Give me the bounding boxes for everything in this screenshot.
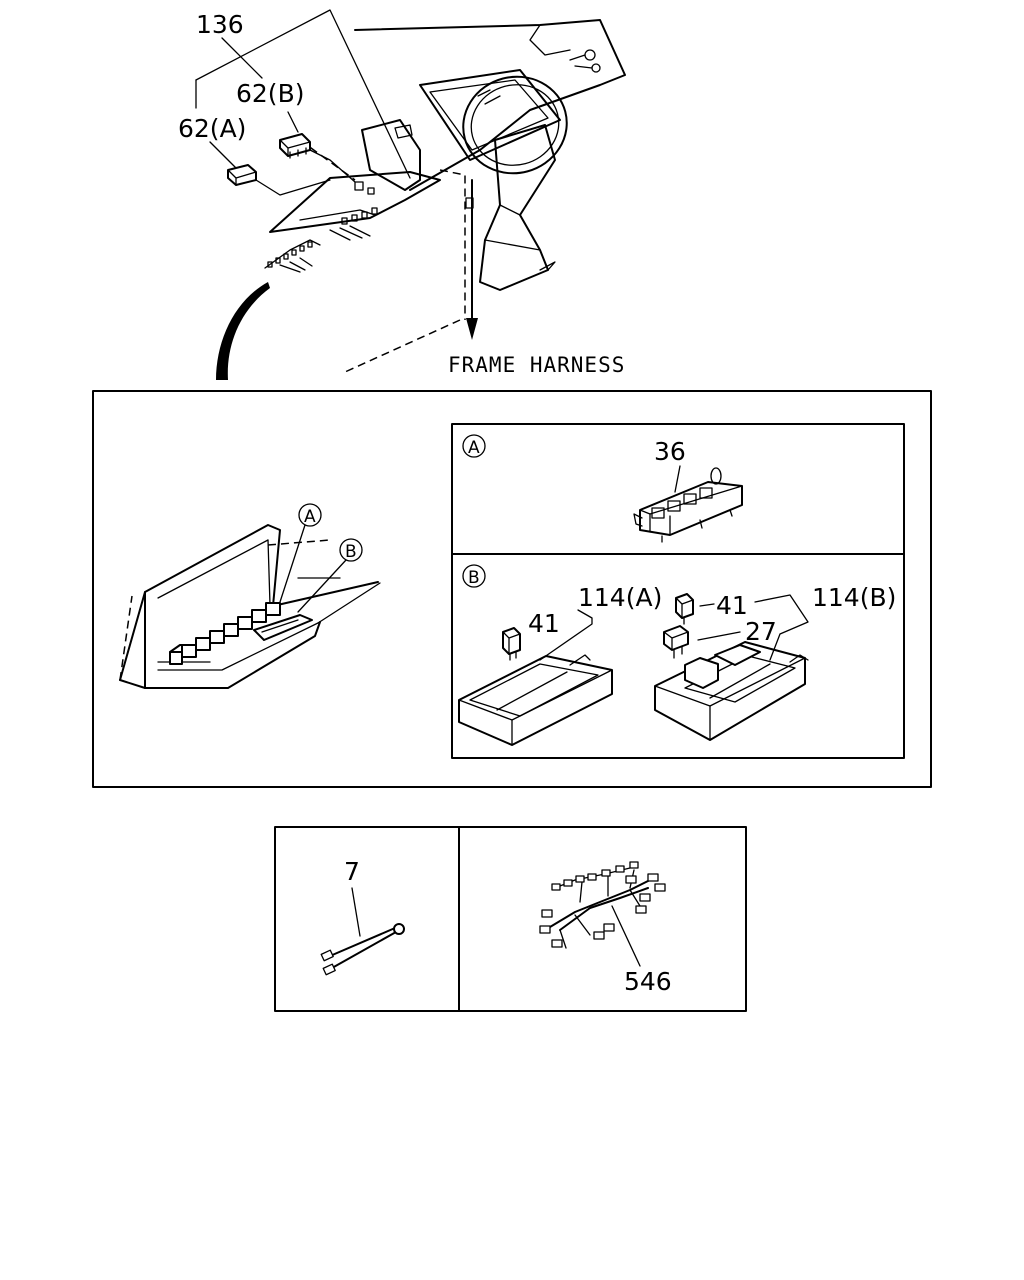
callout-114b: 114(B): [812, 583, 896, 612]
connector-27: [663, 625, 689, 659]
callout-7: 7: [344, 857, 360, 886]
callout-136: 136: [196, 10, 244, 39]
module-b: [253, 614, 313, 641]
connector-62b: [279, 133, 311, 159]
marker-a-letter: A: [304, 507, 316, 527]
subpanel-a-letter: A: [468, 438, 480, 458]
callout-114a: 114(A): [578, 583, 662, 612]
subpanel-b: [451, 553, 905, 759]
frame-harness-label: FRAME HARNESS: [448, 353, 625, 377]
connector-62a: [227, 164, 257, 186]
callout-546: 546: [624, 967, 672, 996]
marker-a-pointer: A: [298, 503, 322, 527]
subpanel-a-marker: A: [462, 434, 486, 458]
callout-62b: 62(B): [236, 79, 304, 108]
marker-b-pointer: B: [339, 538, 363, 562]
callout-36: 36: [654, 437, 686, 466]
switch-row: [169, 602, 281, 665]
connector-41a: [502, 627, 521, 661]
connector-41b: [675, 593, 694, 625]
marker-b-letter: B: [345, 542, 357, 562]
ground-cable-7: [320, 923, 405, 976]
bottom-box: [274, 826, 747, 1012]
callout-27: 27: [745, 617, 777, 646]
connector-pins: [341, 181, 378, 225]
dashboard-assembly: [195, 9, 626, 380]
package-114b: [654, 641, 809, 741]
subpanel-b-marker: B: [462, 564, 486, 588]
lower-connector-fan: [264, 239, 321, 273]
detail-pointer: [216, 282, 270, 380]
wire-harness-546: [539, 861, 666, 949]
detail-box: [92, 390, 932, 788]
package-114a: [458, 654, 613, 746]
console-detail: [119, 524, 381, 689]
relay-block-36: [633, 467, 743, 543]
callout-62a: 62(A): [178, 114, 246, 143]
callout-41-a: 41: [528, 609, 560, 638]
callout-41-b: 41: [716, 591, 748, 620]
subpanel-b-letter: B: [468, 568, 480, 588]
